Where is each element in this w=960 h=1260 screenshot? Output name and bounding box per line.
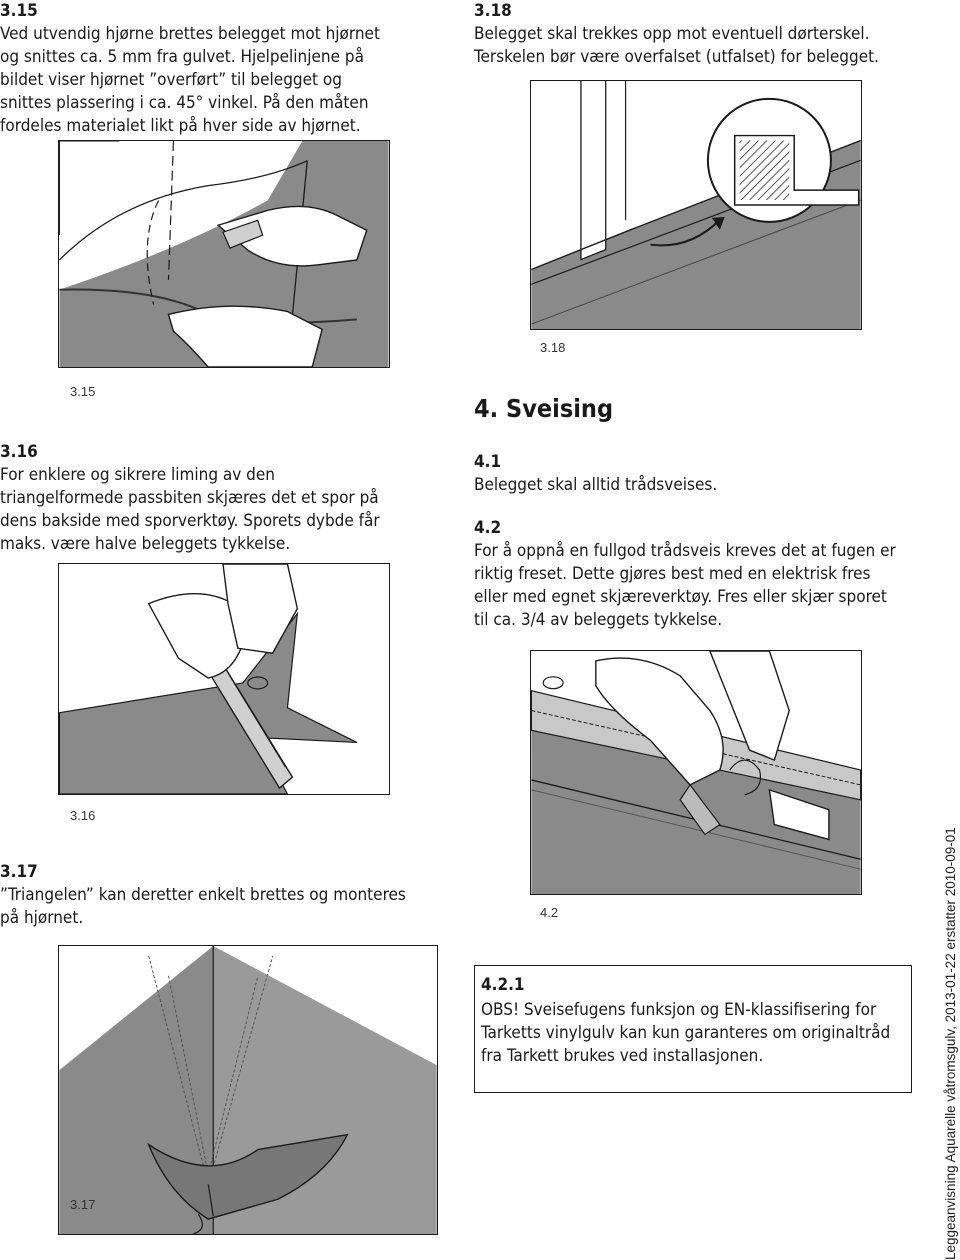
figure-caption-4-2: 4.2 — [540, 905, 559, 920]
section-number-3-16: 3.16 — [0, 442, 38, 462]
figure-caption-3-16: 3.16 — [70, 808, 96, 823]
figure-4-2 — [530, 650, 862, 895]
section-number-4-2: 4.2 — [474, 518, 502, 538]
figure-3-16 — [58, 563, 390, 795]
welding-groove-illustration — [531, 651, 861, 894]
footer-text: Leggeanvisning Aquarelle våtromsgulv, 20… — [943, 827, 958, 1260]
section-text-4-1: Belegget skal alltid trådsveises. — [474, 475, 718, 495]
threshold-illustration — [531, 81, 861, 329]
figure-caption-3-18: 3.18 — [540, 340, 566, 355]
obs-box: 4.2.1 OBS! Sveisefugens funksjon og EN-k… — [474, 965, 912, 1093]
figure-3-17 — [58, 945, 438, 1235]
section-text-3-18: Belegget skal trekkes opp mot eventuell … — [474, 24, 879, 67]
section-number-4-2-1: 4.2.1 — [481, 975, 525, 995]
obs-text: OBS! Sveisefugens funksjon og EN-klassif… — [481, 1000, 891, 1066]
section-number-3-15: 3.15 — [0, 1, 38, 21]
figure-caption-3-17: 3.17 — [70, 1197, 96, 1212]
section-text-4-2: For å oppnå en fullgod trådsveis kreves … — [474, 541, 896, 630]
section-text-3-16: For enklere og sikrere liming av den tri… — [0, 465, 380, 554]
figure-caption-3-15: 3.15 — [70, 384, 96, 399]
section-text-3-17: ”Triangelen” kan deretter enkelt brettes… — [0, 885, 406, 928]
triangle-fold-illustration — [59, 946, 437, 1234]
hand-knife-illustration — [59, 141, 389, 367]
figure-3-15 — [58, 140, 390, 368]
groove-tool-illustration — [59, 564, 389, 794]
footer-vertical: Leggeanvisning Aquarelle våtromsgulv, 20… — [938, 800, 960, 1260]
section-number-4-1: 4.1 — [474, 452, 502, 472]
section-number-3-18: 3.18 — [474, 1, 512, 21]
section-text-3-15: Ved utvendig hjørne brettes belegget mot… — [0, 24, 380, 136]
section-number-3-17: 3.17 — [0, 862, 38, 882]
figure-3-18 — [530, 80, 862, 330]
section-heading-4: 4. Sveising — [474, 394, 614, 423]
